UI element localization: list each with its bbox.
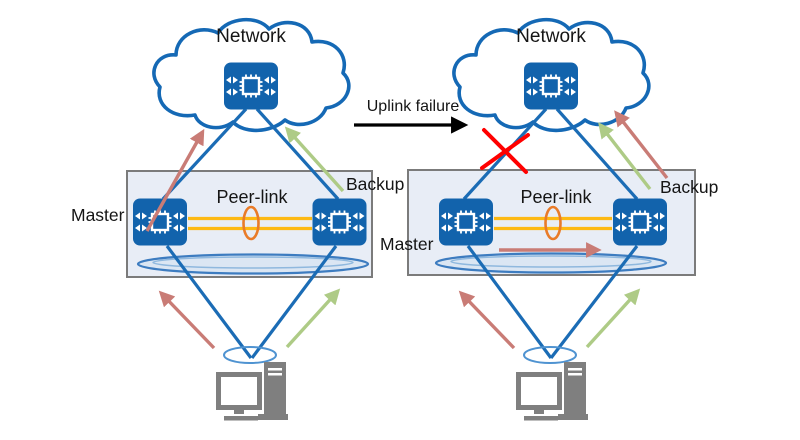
backup-switch-icon (312, 198, 367, 246)
stack-group-ellipse-inner (152, 256, 354, 269)
stack-group-ellipse-inner (450, 255, 652, 268)
green-traffic-uplink-arrow (598, 122, 652, 191)
uplink-line-backup (555, 107, 639, 201)
backup-label: Backup (660, 177, 719, 197)
desktop-pc-icon (516, 362, 588, 421)
link-lines (161, 107, 340, 359)
uplink-failure-label: Uplink failure (366, 98, 460, 115)
core-switch-icon (223, 62, 279, 110)
network-label: Network (516, 26, 586, 47)
master-label: Master (380, 234, 434, 254)
stack-group-ellipse (434, 252, 668, 274)
red-x-icon (480, 128, 530, 174)
desktop-pc-icon (216, 362, 288, 421)
green-traffic-uplink-arrow (284, 126, 345, 193)
red-traffic-access-arrow (158, 290, 216, 350)
uplink-line-master-failed (462, 107, 548, 201)
peer-link (494, 205, 612, 241)
backup-label: Backup (346, 174, 405, 194)
red-traffic-rerouted-uplink-arrow (614, 110, 669, 180)
green-traffic-access-arrow (285, 288, 341, 349)
pc-link-ellipse (523, 346, 577, 364)
downlink-line-backup (250, 245, 338, 359)
link-aggregation-ring-icon (544, 205, 562, 241)
master-switch-icon (438, 198, 494, 246)
downlink-line-master (165, 245, 253, 359)
uplink-line-master (161, 107, 248, 201)
link-aggregation-ring-icon (242, 205, 260, 241)
uplink-line-backup (255, 107, 340, 201)
green-traffic-access-arrow (585, 288, 641, 349)
backup-switch-icon (612, 198, 668, 246)
traffic-arrows (145, 126, 345, 350)
peer-link-label: Peer-link (520, 187, 592, 207)
traffic-arrows (458, 110, 669, 350)
downlink-line-master (466, 245, 553, 359)
left-topology (126, 17, 373, 421)
network-label: Network (216, 26, 286, 47)
core-switch-icon (523, 62, 579, 110)
peer-link-label: Peer-link (216, 187, 288, 207)
downlink-line-backup (549, 245, 639, 359)
peer-link (188, 205, 312, 241)
master-label: Master (71, 205, 125, 225)
stack-group-ellipse (136, 253, 370, 275)
red-traffic-access-arrow (458, 290, 516, 350)
red-traffic-uplink-arrow (145, 128, 205, 232)
link-lines (462, 107, 639, 359)
pc-link-ellipse (223, 346, 277, 364)
right-topology (407, 17, 696, 421)
